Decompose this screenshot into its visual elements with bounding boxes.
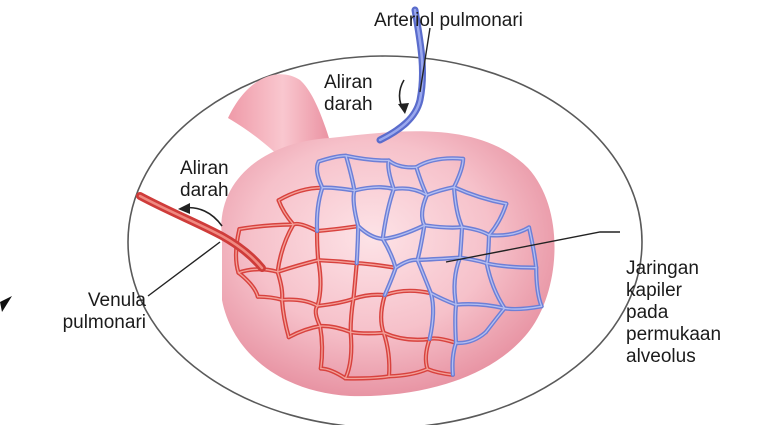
label-jaringan-line4: permukaan: [626, 324, 721, 346]
label-aliran-darah-top: Aliran darah: [324, 72, 373, 116]
label-aliran-left-line1: Aliran: [180, 158, 229, 180]
label-venula-pulmonari: Venula pulmonari: [14, 290, 146, 334]
label-arteriol-pulmonari: Arteriol pulmonari: [374, 10, 523, 32]
label-jaringan-line5: alveolus: [626, 346, 721, 368]
label-jaringan-kapiler: Jaringan kapiler pada permukaan alveolus: [626, 258, 721, 368]
leader-venula: [148, 242, 220, 296]
label-aliran-top-line2: darah: [324, 94, 373, 116]
label-jaringan-line1: Jaringan: [626, 258, 721, 280]
label-venula-line1: Venula: [14, 290, 146, 312]
label-aliran-top-line1: Aliran: [324, 72, 373, 94]
label-venula-line2: pulmonari: [14, 312, 146, 334]
label-aliran-left-line2: darah: [180, 180, 229, 202]
label-aliran-darah-left: Aliran darah: [180, 158, 229, 202]
label-jaringan-line2: kapiler: [626, 280, 721, 302]
edge-marker-arrow: [0, 296, 12, 312]
label-jaringan-line3: pada: [626, 302, 721, 324]
flow-arrowhead-arteriole: [398, 103, 409, 114]
